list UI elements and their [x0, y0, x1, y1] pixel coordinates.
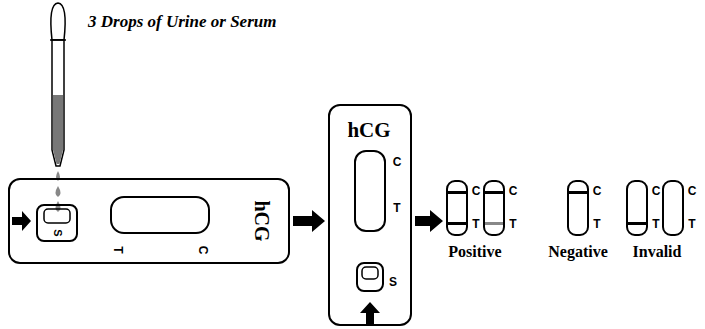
result-window: CT [662, 180, 684, 236]
cassette-name: hCG [347, 120, 390, 141]
result-window: CT [354, 150, 386, 232]
sample-well: S [356, 262, 384, 292]
test-cassette: hCGSCT [8, 178, 290, 264]
marker-letter: C [509, 185, 518, 197]
marker-letter: T [112, 246, 124, 253]
sample-arrow [360, 302, 380, 324]
marker-letter: C [393, 156, 402, 168]
pipette [50, 3, 66, 166]
result-window: CT [567, 180, 589, 236]
marker-letter: C [593, 185, 602, 197]
result-label: Positive [448, 243, 501, 261]
result-window: CT [626, 180, 648, 236]
marker-letter: C [652, 185, 661, 197]
result-window: CT [110, 196, 210, 234]
marker-letter: T [472, 218, 479, 230]
flow-arrow [415, 210, 443, 232]
marker-letter: T [393, 202, 400, 214]
well-inner [362, 267, 378, 279]
marker-letter: C [472, 185, 481, 197]
flow-arrow [293, 210, 325, 232]
sample-well: S [36, 204, 78, 242]
marker-letter: C [688, 185, 697, 197]
marker-letter: T [652, 218, 659, 230]
result-label: Invalid [633, 243, 682, 261]
marker-letter: T [688, 218, 695, 230]
marker-letter: S [52, 229, 63, 236]
marker-letter: C [197, 246, 209, 255]
result-window: CT [483, 180, 505, 236]
cassette-name: hCG [252, 200, 272, 241]
result-label: Negative [548, 243, 608, 261]
test-cassette: hCGCTS [328, 104, 412, 326]
marker-letter: T [593, 218, 600, 230]
result-window: CT [446, 180, 468, 236]
marker-letter: S [389, 276, 397, 288]
marker-letter: T [509, 218, 516, 230]
well-inner [44, 209, 70, 223]
sample-arrow [12, 211, 31, 231]
instruction-text: 3 Drops of Urine or Serum [88, 13, 276, 32]
